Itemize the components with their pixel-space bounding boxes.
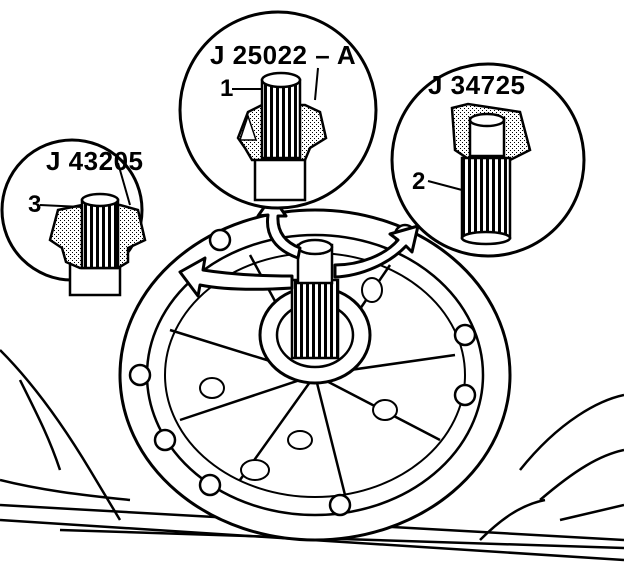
pump-bosses — [199, 277, 398, 481]
input-shaft-tip — [296, 238, 334, 256]
tool-label-j25022a: J 25022 – A — [210, 40, 357, 70]
inset-right — [390, 62, 586, 258]
callout-3: 3 — [28, 191, 42, 218]
arrow-to-right-inset — [333, 224, 420, 279]
tool-j34725-drawing — [450, 102, 532, 246]
inset-left — [0, 138, 147, 297]
inset-center — [178, 10, 378, 210]
tool-j43205-drawing — [48, 192, 147, 297]
tool-label-j43205: J 43205 — [46, 146, 144, 176]
tool-label-j34725: J 34725 — [428, 70, 526, 100]
input-shaft-splines — [290, 278, 340, 360]
flange-bolts — [128, 223, 477, 517]
callout-1: 1 — [220, 75, 234, 102]
callout-2: 2 — [412, 168, 426, 195]
tool-j25022a-drawing — [236, 71, 328, 202]
oil-pump-assembly — [118, 208, 512, 542]
arrow-to-left-inset — [178, 256, 294, 298]
